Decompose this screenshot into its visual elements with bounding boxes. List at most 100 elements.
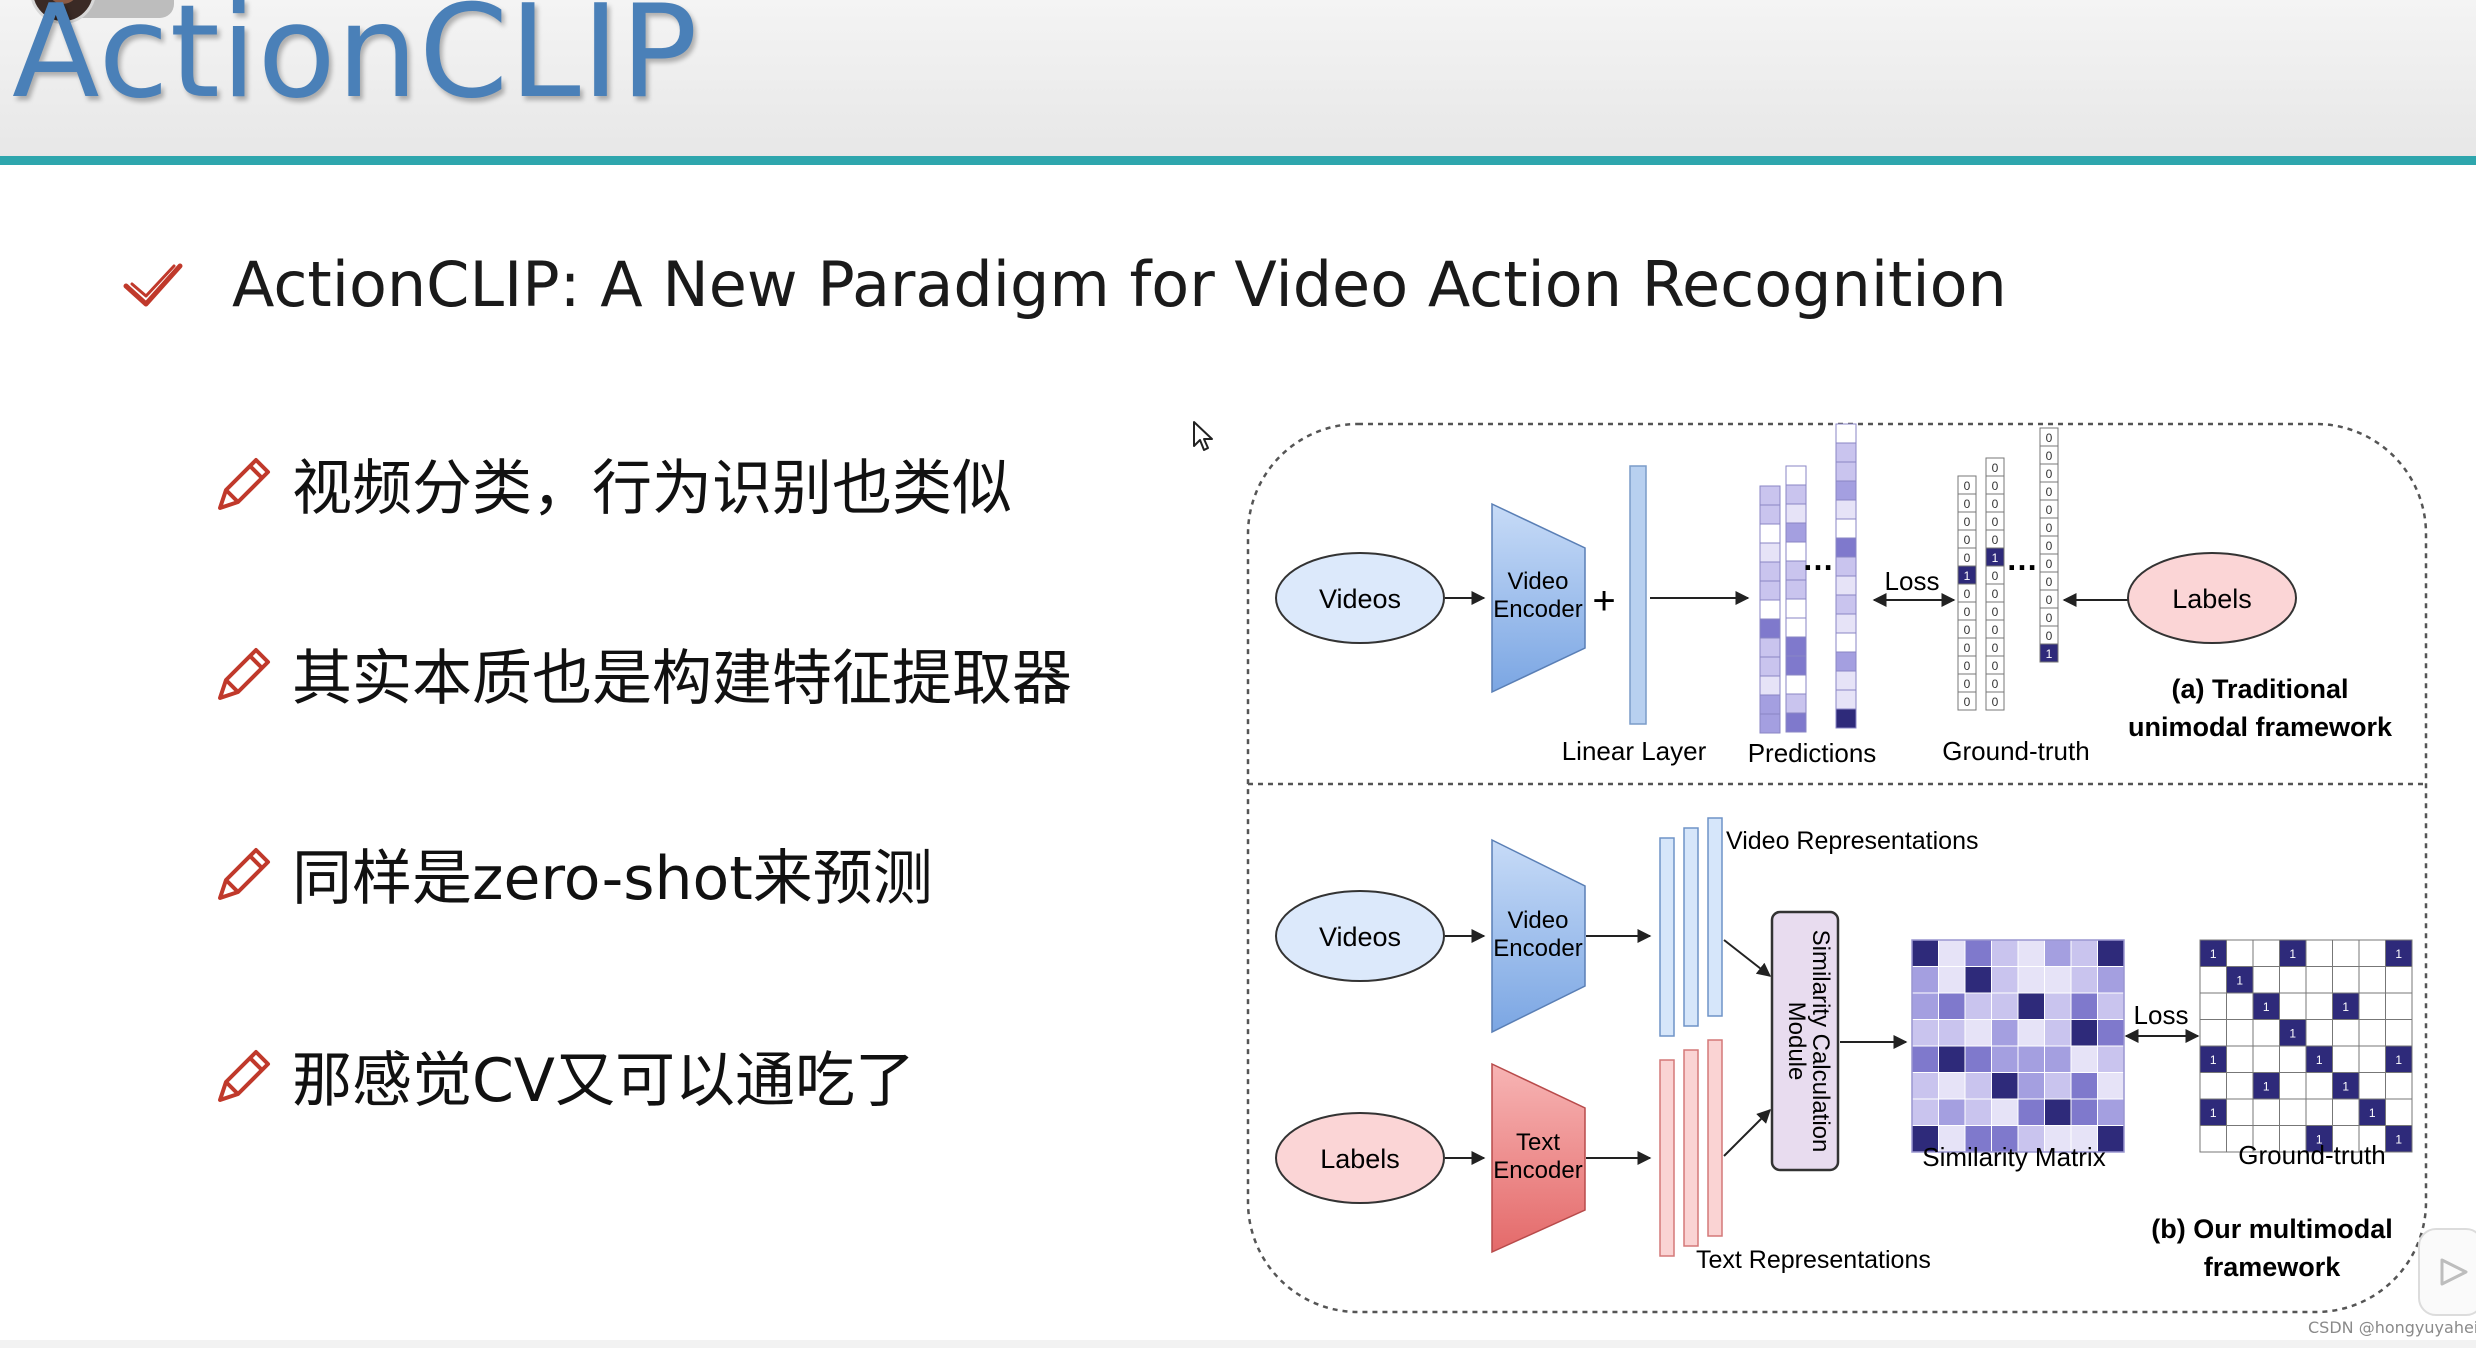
top-videos-node	[1275, 552, 1445, 644]
gt-matrix-one-cell	[2199, 939, 2227, 967]
similarity-cell	[1938, 1045, 1966, 1073]
gt-matrix-cell	[2385, 1072, 2413, 1100]
similarity-cell	[1911, 1098, 1939, 1126]
prediction-cell	[1759, 523, 1781, 544]
gt-matrix-one-cell	[2279, 939, 2307, 967]
similarity-cell	[2097, 1019, 2125, 1047]
similarity-cell	[2044, 966, 2072, 994]
top-encoder-line2: Encoder	[1493, 596, 1582, 623]
gt-matrix-cell	[2226, 992, 2254, 1020]
similarity-cell	[1964, 1072, 1992, 1100]
bottom-video-encoder-line2: Encoder	[1493, 935, 1582, 962]
text-encoder-line2: Encoder	[1493, 1157, 1582, 1184]
bullet-item: 其实本质也是构建特征提取器	[212, 630, 1212, 720]
prediction-cell	[1835, 461, 1857, 482]
ground-truth-digit: 0	[2046, 629, 2053, 643]
ground-truth-cell	[2039, 643, 2059, 663]
ground-truth-digit: 0	[1992, 587, 1999, 601]
predictions-label: Predictions	[1748, 738, 1877, 768]
ground-truth-digit: 0	[1992, 695, 1999, 709]
ground-truth-digit: 0	[1992, 641, 1999, 655]
gt-matrix-cell	[2332, 1098, 2360, 1126]
ground-truth-digit: 0	[1992, 515, 1999, 529]
bottom-videos-node	[1275, 890, 1445, 982]
gt-matrix-cell	[2199, 1019, 2227, 1047]
caption-b-line2: framework	[2204, 1252, 2342, 1282]
prediction-cell	[1759, 713, 1781, 734]
prediction-cell	[1759, 637, 1781, 658]
gt-matrix-one-cell	[2226, 966, 2254, 994]
similarity-cell	[2017, 1072, 2045, 1100]
bottom-video-encoder	[1491, 838, 1586, 1034]
similarity-cell	[2097, 1098, 2125, 1126]
gt-matrix-cell	[2279, 966, 2307, 994]
ground-truth-digit: 0	[1964, 497, 1971, 511]
prediction-cell	[1759, 485, 1781, 506]
gt-matrix-cell	[2305, 1098, 2333, 1126]
similarity-cell	[2044, 1019, 2072, 1047]
bottom-labels-label: Labels	[1320, 1144, 1400, 1174]
predictions-ellipsis: …	[1802, 541, 1834, 577]
gt-matrix-cell	[2279, 1098, 2307, 1126]
similarity-cell	[1964, 1045, 1992, 1073]
gt-matrix-one-digit: 1	[2289, 1027, 2296, 1041]
gt-matrix-one-digit: 1	[2342, 1080, 2349, 1094]
similarity-cell	[1911, 1019, 1939, 1047]
prediction-cell	[1785, 617, 1807, 638]
similarity-cell	[2017, 992, 2045, 1020]
similarity-cell	[1938, 1019, 1966, 1047]
similarity-cell	[1911, 1045, 1939, 1073]
similarity-cell	[1964, 992, 1992, 1020]
ground-truth-digit: 0	[1992, 461, 1999, 475]
gt-matrix-one-digit: 1	[2236, 974, 2243, 988]
gt-matrix-one-cell	[2332, 992, 2360, 1020]
gt-matrix-cell	[2252, 1045, 2280, 1073]
ground-truth-digit: 1	[1964, 569, 1971, 583]
similarity-cell	[2044, 939, 2072, 967]
similarity-cell	[2070, 992, 2098, 1020]
similarity-cell	[1938, 939, 1966, 967]
text-repr-label: Text Representations	[1696, 1246, 1931, 1274]
bottom-labels-node	[1275, 1112, 1445, 1204]
gt-matrix-cell	[2279, 1072, 2307, 1100]
gt-matrix-cell	[2279, 1045, 2307, 1073]
gt-matrix-one-cell	[2252, 992, 2280, 1020]
similarity-cell	[2044, 1125, 2072, 1153]
gt-matrix-cell	[2358, 1019, 2386, 1047]
gt-matrix-cell	[2332, 939, 2360, 967]
gt-matrix-cell	[2226, 1125, 2254, 1153]
similarity-cell	[2097, 992, 2125, 1020]
actionclip-framework-figure: Videos Video Encoder + Linear Layer … Pr…	[1246, 422, 2428, 1314]
prediction-cell	[1785, 522, 1807, 543]
ground-truth-digit: 0	[1964, 551, 1971, 565]
prediction-cell	[1785, 712, 1807, 733]
bottom-bar	[0, 1340, 2476, 1348]
gt-matrix-one-digit: 1	[2263, 1000, 2270, 1014]
prediction-cell	[1835, 423, 1857, 444]
bullet-item: 那感觉CV又可以通吃了	[212, 1032, 1212, 1122]
ground-truth-digit: 0	[1964, 605, 1971, 619]
similarity-cell	[2044, 1098, 2072, 1126]
prediction-cell	[1835, 518, 1857, 539]
similarity-cell	[1911, 966, 1939, 994]
prediction-cell	[1835, 537, 1857, 558]
ground-truth-digit: 0	[2046, 449, 2053, 463]
prediction-cell	[1835, 556, 1857, 577]
play-button[interactable]	[2418, 1228, 2476, 1316]
gt-matrix-one-digit: 1	[2263, 1080, 2270, 1094]
similarity-cell	[1938, 1098, 1966, 1126]
bullet-item: 同样是zero-shot来预测	[212, 830, 1212, 920]
similarity-cell	[1991, 966, 2019, 994]
arrow	[1723, 1109, 1771, 1157]
top-encoder-line1: Video	[1508, 568, 1569, 595]
arrow	[1723, 939, 1772, 977]
linear-layer-label: Linear Layer	[1562, 736, 1707, 766]
gt-matrix-cell	[2279, 992, 2307, 1020]
ground-truth-cell	[1957, 691, 1977, 711]
ground-truth-digit: 0	[1992, 497, 1999, 511]
prediction-cell	[1759, 694, 1781, 715]
play-icon	[2440, 1258, 2468, 1286]
ground-truth-digit: 0	[1992, 623, 1999, 637]
gt-matrix-one-cell	[2385, 1125, 2413, 1153]
